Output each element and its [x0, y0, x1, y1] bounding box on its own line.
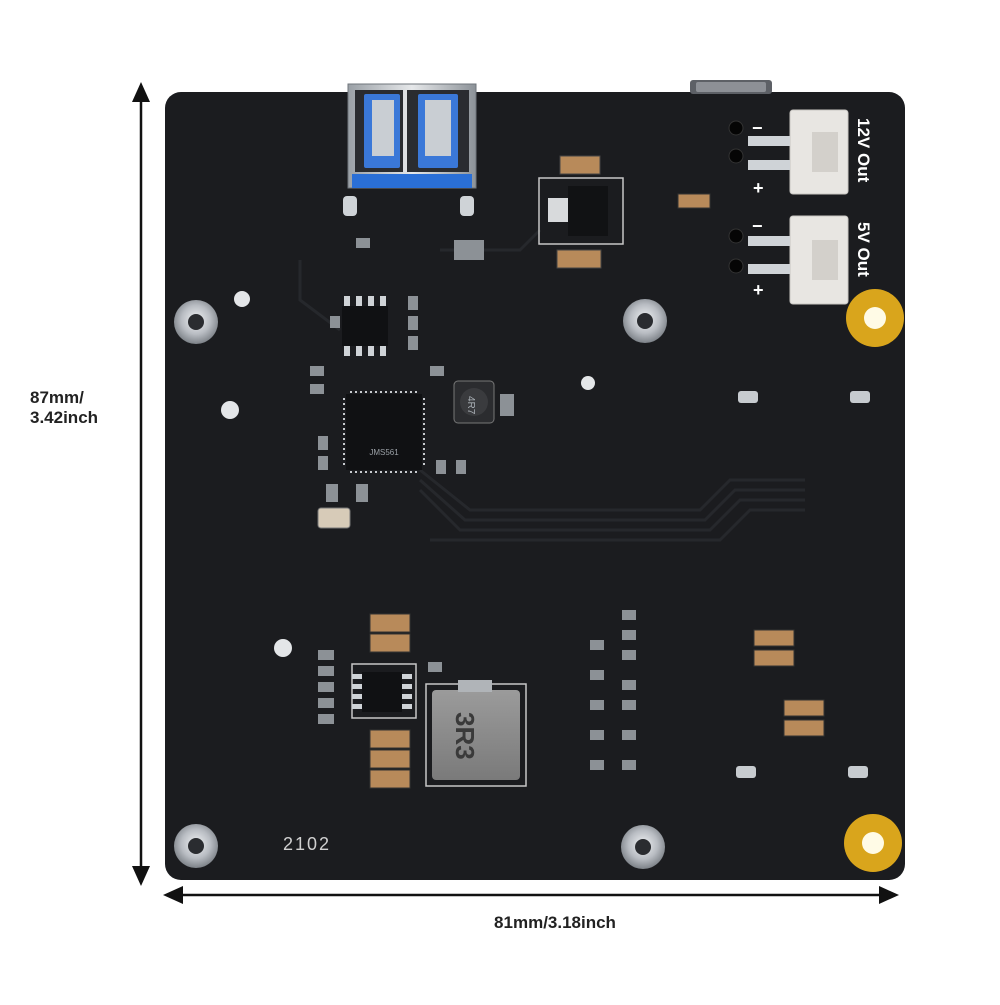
inductor-small-label: 4R7 [465, 396, 476, 415]
smd-resistors [310, 238, 636, 770]
plus-5v: + [753, 280, 764, 300]
eeprom-chip [342, 296, 388, 356]
inductor-large: 3R3 [425, 680, 527, 787]
label-12v-out: 12V Out [854, 118, 873, 183]
height-dimension-mm: 87mm/ [30, 388, 84, 407]
minus-12v: − [752, 118, 763, 138]
minus-5v: − [752, 216, 763, 236]
test-points [221, 291, 595, 657]
power-controller-chip [351, 663, 417, 719]
inductor-small: 4R7 [453, 380, 495, 424]
horizontal-dimension-line [163, 886, 899, 904]
smd-capacitors [369, 193, 825, 789]
mount-hole-bottom-center [621, 825, 665, 869]
width-dimension: 81mm/3.18inch [494, 913, 616, 932]
mount-hole-bottom-left [174, 824, 218, 868]
height-dimension-inch: 3.42inch [30, 408, 99, 427]
connector-5v [728, 215, 849, 305]
usb-3-port [343, 83, 477, 216]
plus-12v: + [753, 178, 764, 198]
vertical-dimension-line [132, 82, 150, 886]
gold-pad-top-right [846, 289, 904, 347]
crystal [317, 507, 351, 529]
voltage-regulator [538, 155, 624, 269]
mount-hole-top-center [623, 299, 667, 343]
controller-chip: JMS561 [343, 391, 425, 473]
chip-label: JMS561 [369, 448, 399, 457]
inductor-large-label: 3R3 [450, 712, 480, 760]
gold-pad-bottom-right [844, 814, 902, 872]
pcb-board [165, 80, 905, 880]
label-5v-out: 5V Out [854, 222, 873, 277]
date-code: 2102 [283, 834, 331, 854]
mount-hole-top-left [174, 300, 218, 344]
connector-12v [728, 109, 849, 195]
led-pads [736, 391, 870, 778]
